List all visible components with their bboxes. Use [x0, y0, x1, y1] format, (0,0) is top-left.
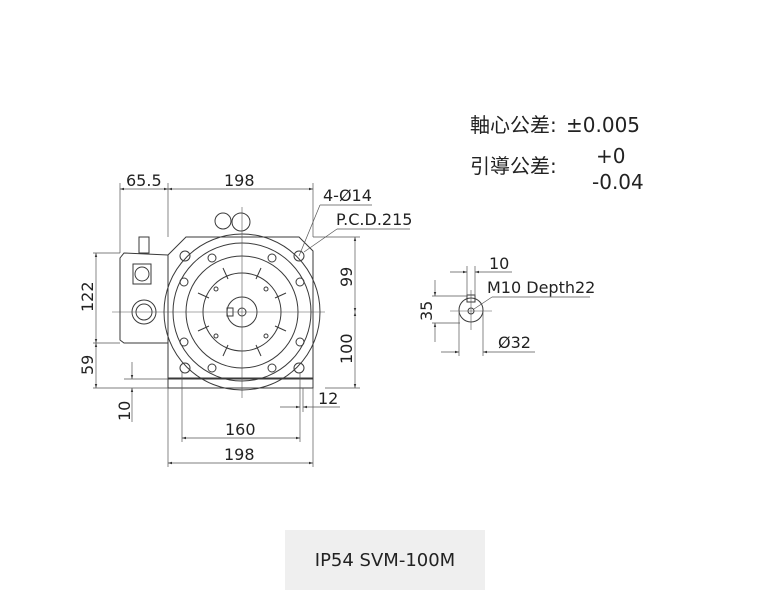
dim-lower-center: 100 — [337, 333, 356, 364]
axial-tolerance-label: 軸心公差: — [470, 113, 557, 137]
dim-top-width: 198 — [224, 171, 255, 190]
dim-thread: M10 Depth22 — [487, 278, 595, 297]
dim-box-height: 122 — [78, 281, 97, 312]
dim-foot-width: 12 — [318, 389, 338, 408]
dim-hole-spacing: 160 — [225, 420, 256, 439]
dim-upper-center: 99 — [337, 267, 356, 287]
guide-tolerance-upper: +0 — [596, 144, 625, 168]
dim-height: 35 — [417, 301, 436, 321]
dim-pcd: P.C.D.215 — [336, 210, 412, 229]
dim-holes: 4-Ø14 — [323, 186, 372, 205]
guide-tolerance-label: 引導公差: — [470, 154, 557, 178]
dim-box-width: 65.5 — [126, 171, 162, 190]
dim-bottom-width: 198 — [224, 445, 255, 464]
model-caption: IP54 SVM-100M — [285, 530, 485, 590]
dim-diameter: Ø32 — [498, 333, 531, 352]
motor-front-view — [112, 207, 325, 398]
dim-key-width: 10 — [489, 254, 509, 273]
dim-lower-height: 59 — [78, 355, 97, 375]
front-dimensions: 65.5 198 4-Ø14 P.C.D.215 122 59 10 99 10… — [78, 171, 412, 467]
shaft-detail: 10 M10 Depth22 35 Ø32 — [417, 254, 595, 356]
guide-tolerance-lower: -0.04 — [592, 170, 644, 194]
axial-tolerance-value: ±0.005 — [566, 113, 640, 137]
dim-base-thickness: 10 — [115, 401, 134, 421]
